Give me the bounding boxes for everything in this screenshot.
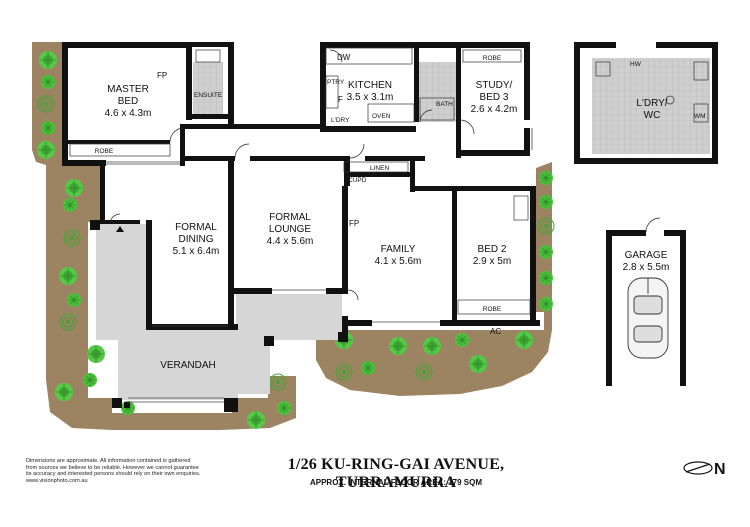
svg-text:KITCHEN: KITCHEN xyxy=(348,80,392,91)
svg-text:3.5 x 3.1m: 3.5 x 3.1m xyxy=(347,92,394,103)
svg-text:FP: FP xyxy=(349,219,359,228)
svg-text:2.8 x 5.5m: 2.8 x 5.5m xyxy=(623,262,670,273)
svg-text:FAMILY: FAMILY xyxy=(381,244,416,255)
svg-text:2.6 x 4.2m: 2.6 x 4.2m xyxy=(471,104,518,115)
svg-text:BATH: BATH xyxy=(436,101,453,108)
windows xyxy=(106,128,533,403)
room-label-study: STUDY/ BED 3 2.6 x 4.2m xyxy=(471,80,518,115)
room-label-kitchen: KITCHEN 3.5 x 3.1m xyxy=(347,80,394,103)
room-label-formal-lounge: FORMAL LOUNGE 4.4 x 5.6m xyxy=(267,212,314,247)
svg-text:F: F xyxy=(338,95,343,104)
car-icon xyxy=(627,277,669,359)
compass-icon: N xyxy=(683,461,726,478)
svg-text:ROBE: ROBE xyxy=(95,148,114,155)
room-name-line1: L'DRY/ xyxy=(636,98,667,109)
svg-text:N: N xyxy=(714,461,726,478)
floor-area: APPROX. INTERNAL FLOOR AREA: 179 SQM xyxy=(309,478,483,487)
svg-text:HW: HW xyxy=(630,61,642,68)
fixture-labels: FP FP ENSUITE ROBE ROBE ROBE DW PTRY F L… xyxy=(95,53,706,336)
property-address: 1/26 KU-RING-GAI AVENUE, TURRAMURRA xyxy=(287,456,505,491)
svg-text:ROBE: ROBE xyxy=(483,306,502,313)
room-label-formal-dining: FORMAL DINING 5.1 x 6.4m xyxy=(173,222,220,257)
svg-text:LINEN: LINEN xyxy=(370,165,389,172)
entry-arrow-icon xyxy=(116,226,124,232)
room-name-line2: LOUNGE xyxy=(269,224,312,235)
svg-text:L'DRY: L'DRY xyxy=(331,117,350,124)
svg-text:ENSUITE: ENSUITE xyxy=(194,92,223,99)
svg-text:GARAGE: GARAGE xyxy=(625,250,668,261)
svg-text:4.6 x 4.3m: 4.6 x 4.3m xyxy=(105,108,152,119)
room-name-line1: MASTER xyxy=(107,84,149,95)
room-label-verandah: VERANDAH xyxy=(160,360,216,371)
room-name-line1: STUDY/ xyxy=(476,80,513,91)
walls xyxy=(62,42,718,412)
disclaimer: Dimensions are approximate. All informat… xyxy=(26,458,212,484)
disclaimer-line: its accuracy and interested persons shou… xyxy=(26,471,201,478)
svg-text:4.4 x 5.6m: 4.4 x 5.6m xyxy=(267,236,314,247)
svg-text:PTRY: PTRY xyxy=(327,79,345,86)
room-label-bed2: BED 2 2.9 x 5m xyxy=(473,244,511,267)
fixtures xyxy=(69,47,709,315)
svg-text:4.1 x 5.6m: 4.1 x 5.6m xyxy=(375,256,422,267)
svg-text:ROBE: ROBE xyxy=(483,55,502,62)
disclaimer-line: Dimensions are approximate. All informat… xyxy=(26,458,191,464)
room-name-line2: WC xyxy=(644,110,661,121)
room-name-line1: FORMAL xyxy=(269,212,311,223)
wet-area-tiles xyxy=(193,58,710,154)
svg-text:FP: FP xyxy=(157,71,167,80)
verandah-floor xyxy=(96,224,342,400)
svg-text:DW: DW xyxy=(337,53,351,62)
svg-text:CUPD: CUPD xyxy=(348,177,367,184)
svg-text:AC: AC xyxy=(490,327,501,336)
room-label-master-bed: MASTER BED 4.6 x 4.3m xyxy=(105,84,152,119)
room-name-line1: FORMAL xyxy=(175,222,217,233)
svg-text:5.1 x 6.4m: 5.1 x 6.4m xyxy=(173,246,220,257)
svg-text:2.9 x 5m: 2.9 x 5m xyxy=(473,256,511,267)
website-link[interactable]: www.visionphoto.com.au xyxy=(26,477,88,484)
svg-text:VERANDAH: VERANDAH xyxy=(160,360,216,371)
room-name-line2: DINING xyxy=(179,234,214,245)
svg-text:OVEN: OVEN xyxy=(372,113,391,120)
room-label-family: FAMILY 4.1 x 5.6m xyxy=(375,244,422,267)
room-name-line2: BED 3 xyxy=(480,92,509,103)
room-label-garage: GARAGE 2.8 x 5.5m xyxy=(623,250,670,273)
svg-text:WM: WM xyxy=(694,113,706,120)
room-name-line2: BED xyxy=(118,96,139,107)
disclaimer-line: from sources we believe to be reliable. … xyxy=(26,464,199,471)
room-label-laundry: L'DRY/ WC xyxy=(636,98,667,121)
garden-right xyxy=(316,162,552,396)
svg-text:BED 2: BED 2 xyxy=(478,244,507,255)
door-swings xyxy=(109,49,661,301)
